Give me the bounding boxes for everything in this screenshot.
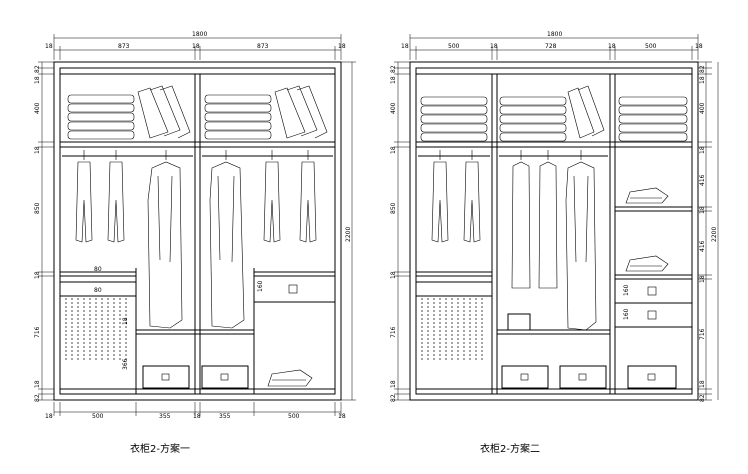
- svg-text:160: 160: [623, 308, 630, 320]
- wardrobe-plan-2: 1800 18 500 18 728 18 500 18: [390, 31, 719, 455]
- svg-text:82: 82: [390, 394, 397, 402]
- svg-text:500: 500: [92, 413, 104, 420]
- folded-sweater-1: [267, 369, 313, 387]
- inner-dim-0: 80: [94, 266, 102, 273]
- svg-text:18: 18: [34, 146, 41, 154]
- inner-dim-1: 160: [257, 280, 264, 292]
- svg-text:500: 500: [288, 413, 300, 420]
- folded-sweater-2b: [625, 255, 669, 272]
- svg-text:160: 160: [623, 284, 630, 296]
- wardrobe-outer-frame-1: [53, 61, 342, 401]
- svg-text:716: 716: [699, 328, 706, 340]
- bottom-dimension-chain-1: 18 500 355 18 355 500 18: [45, 402, 346, 420]
- top-dimension-chain-2: 1800 18 500 18 728 18 500 18: [401, 31, 703, 60]
- svg-text:18: 18: [193, 413, 201, 420]
- hanging-jackets-2: [511, 150, 597, 331]
- caption-plan-2: 衣柜2-方案二: [480, 442, 540, 455]
- left-dimension-chain-2: 82 18 400 18 850 18 716 18 82: [390, 61, 410, 402]
- svg-text:18: 18: [390, 271, 397, 279]
- storage-basket-2b: [559, 365, 607, 389]
- top-dimension-chain-1: 1800 18 873 18 873 18: [45, 31, 346, 60]
- svg-text:850: 850: [34, 202, 41, 214]
- svg-text:18: 18: [338, 413, 346, 420]
- folded-sweater-2a: [625, 187, 669, 204]
- storage-basket-1: [142, 365, 190, 389]
- svg-text:400: 400: [34, 102, 41, 114]
- svg-text:18: 18: [699, 380, 706, 388]
- svg-text:18: 18: [699, 275, 706, 283]
- hanging-trousers-1: [75, 150, 317, 243]
- hanging-trousers-2: [431, 150, 481, 243]
- storage-basket-2a: [501, 365, 549, 389]
- storage-basket-2c: [627, 365, 677, 389]
- top-dim-4: 18: [338, 43, 346, 50]
- top-dim-1: 873: [118, 43, 130, 50]
- svg-text:400: 400: [390, 102, 397, 114]
- svg-text:18: 18: [490, 43, 498, 50]
- right-total-dimension-1: 2200: [341, 61, 356, 401]
- top-total-dim-2: 1800: [547, 31, 562, 38]
- svg-text:18: 18: [34, 76, 41, 84]
- inner-dim-2: 18: [122, 317, 129, 325]
- svg-text:82: 82: [699, 65, 706, 73]
- svg-text:2200: 2200: [345, 227, 352, 242]
- storage-basket-2: [201, 365, 249, 389]
- hanging-coats-1: [147, 150, 245, 329]
- drawer-2b: [614, 302, 693, 328]
- svg-text:18: 18: [34, 380, 41, 388]
- top-dim-3: 873: [257, 43, 269, 50]
- svg-text:18: 18: [401, 43, 409, 50]
- top-total-dim: 1800: [192, 31, 207, 38]
- svg-text:18: 18: [699, 206, 706, 214]
- caption-plan-1: 衣柜2-方案一: [130, 442, 190, 455]
- svg-text:18: 18: [34, 271, 41, 279]
- svg-text:82: 82: [34, 394, 41, 402]
- inner-dim-0b: 80: [94, 287, 102, 294]
- svg-text:18: 18: [699, 146, 706, 154]
- drawer-handle-icon: [288, 284, 298, 294]
- svg-text:18: 18: [390, 146, 397, 154]
- drawer-1: [253, 275, 336, 303]
- svg-text:728: 728: [545, 43, 557, 50]
- folded-clothes-stack-left-1: [67, 85, 191, 140]
- svg-text:500: 500: [645, 43, 657, 50]
- svg-text:18: 18: [699, 76, 706, 84]
- svg-text:2200: 2200: [711, 227, 718, 242]
- svg-text:416: 416: [699, 240, 706, 252]
- folded-clothes-2: [420, 85, 688, 142]
- svg-text:18: 18: [390, 380, 397, 388]
- svg-text:82: 82: [699, 394, 706, 402]
- top-dim-2: 18: [192, 43, 200, 50]
- svg-text:355: 355: [159, 413, 171, 420]
- svg-text:850: 850: [390, 202, 397, 214]
- svg-text:18: 18: [45, 413, 53, 420]
- svg-text:18: 18: [608, 43, 616, 50]
- right-dimension-chain-2: 82 18 400 18 416 18 416 18 716 18 82 220…: [698, 61, 719, 402]
- svg-text:716: 716: [390, 326, 397, 338]
- small-box-2: [507, 313, 531, 331]
- wardrobe-outer-frame-2: [409, 61, 699, 401]
- svg-text:716: 716: [34, 326, 41, 338]
- svg-text:400: 400: [699, 102, 706, 114]
- wardrobe-plan-1: 1800 18 873 18 873 18: [34, 31, 356, 455]
- svg-text:18: 18: [390, 76, 397, 84]
- hanging-trousers-hatch-2: [421, 298, 483, 362]
- svg-text:82: 82: [390, 65, 397, 73]
- inner-dim-3: 366: [122, 358, 129, 370]
- svg-text:416: 416: [699, 174, 706, 186]
- svg-text:500: 500: [448, 43, 460, 50]
- svg-text:355: 355: [219, 413, 231, 420]
- svg-text:18: 18: [695, 43, 703, 50]
- top-dim-0: 18: [45, 43, 53, 50]
- svg-text:82: 82: [34, 65, 41, 73]
- folded-clothes-stack-right-1: [204, 85, 328, 140]
- hanging-trousers-hatch-1: [65, 298, 127, 362]
- left-dimension-chain-1: 82 18 400 18 850 18 716 18 82: [34, 61, 54, 402]
